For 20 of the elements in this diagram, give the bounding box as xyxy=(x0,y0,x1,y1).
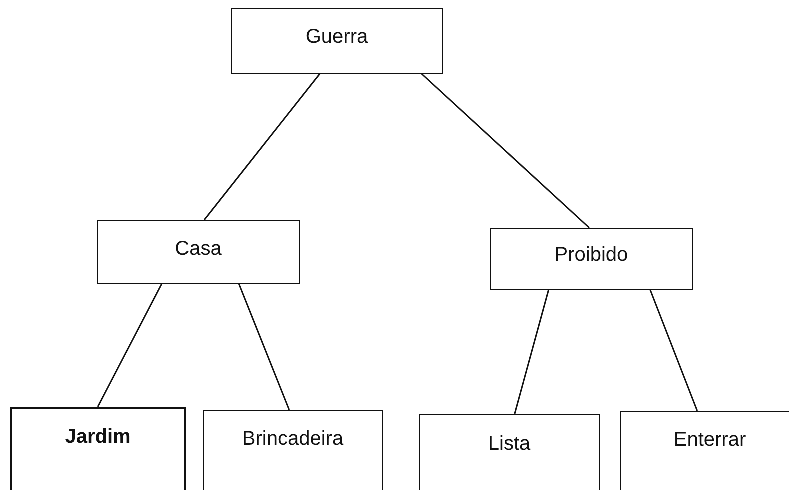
box xyxy=(231,8,443,74)
connector-line xyxy=(97,284,163,408)
box xyxy=(620,411,789,490)
node-label: Jardim xyxy=(65,426,131,450)
node-label: Enterrar xyxy=(674,429,746,453)
connector-line xyxy=(204,74,321,220)
node-label: Brincadeira xyxy=(242,428,344,452)
box xyxy=(419,414,600,490)
node-label: Casa xyxy=(175,238,222,262)
box xyxy=(203,410,383,490)
node-label: Lista xyxy=(488,433,531,457)
connector-line xyxy=(650,290,698,412)
box xyxy=(490,228,693,290)
box xyxy=(10,407,186,490)
connector-line xyxy=(514,290,550,414)
connector-line xyxy=(421,73,590,229)
box xyxy=(97,220,300,284)
node-label: Guerra xyxy=(306,26,368,50)
node-label: Proibido xyxy=(554,244,628,268)
connector-line xyxy=(238,284,290,410)
